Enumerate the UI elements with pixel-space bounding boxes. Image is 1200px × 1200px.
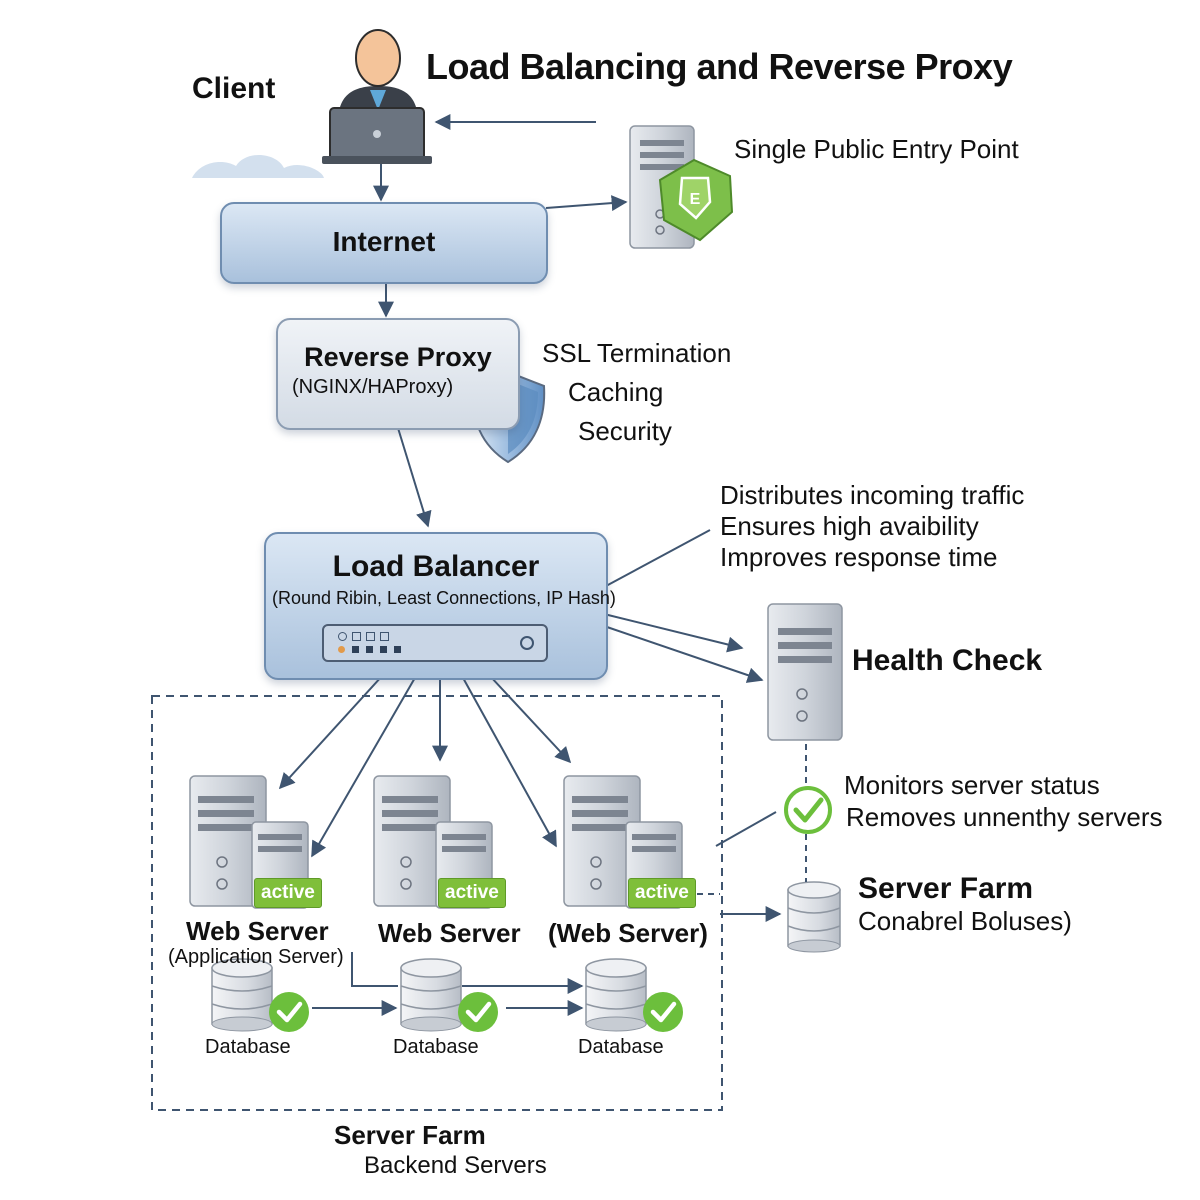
health-check-server-icon (767, 603, 843, 741)
arrow-internet-to-entry (545, 195, 628, 212)
health-note-1: Monitors server status (844, 770, 1100, 800)
reverse-proxy-title: Reverse Proxy (304, 342, 492, 372)
arrow-lb-to-health-1 (603, 613, 744, 653)
cloud-icon (192, 154, 324, 178)
load-balancer-box: Load Balancer (Round Ribin, Least Connec… (264, 532, 616, 680)
health-check-label: Health Check (852, 644, 1043, 677)
database-label-3: Database (578, 1036, 664, 1058)
database-check-icon-2 (458, 992, 498, 1032)
server-farm-title: Server Farm (334, 1120, 486, 1150)
svg-text:E: E (690, 191, 701, 208)
load-balancer-device-icon (322, 624, 548, 662)
arrow-lb-to-health-2 (603, 625, 764, 683)
proxy-feature-security: Security (578, 416, 672, 446)
internet-label: Internet (332, 226, 436, 257)
arrow-lb-to-web-3b (489, 675, 572, 764)
line-lb-notes (605, 529, 711, 587)
reverse-proxy-subtitle: (NGINX/HAProxy) (292, 376, 454, 398)
database-icon-2 (400, 958, 462, 1032)
side-server-farm-title: Server Farm (858, 872, 1034, 905)
web-server-label-2: Web Server (378, 918, 521, 948)
server-farm-frame (151, 695, 723, 1111)
health-check-mark-icon (784, 786, 832, 834)
active-badge-2: active (438, 878, 506, 908)
database-icon-3 (585, 958, 647, 1032)
database-icon-1 (211, 958, 273, 1032)
reverse-proxy-box: Reverse Proxy (NGINX/HAProxy) (276, 318, 520, 430)
database-check-icon-3 (643, 992, 683, 1032)
arrow-lb-to-web-1b (311, 675, 417, 858)
web-server-label-1: Web Server (186, 916, 329, 946)
database-label-1: Database (205, 1036, 291, 1058)
proxy-feature-ssl: SSL Termination (542, 338, 732, 368)
active-badge-3: active (628, 878, 696, 908)
active-badge-1: active (254, 878, 322, 908)
load-balancer-title: Load Balancer (332, 550, 540, 583)
side-database-icon (787, 881, 841, 953)
green-shield-icon: E (658, 158, 734, 242)
lb-note-3: Improves response time (720, 542, 998, 572)
line-web1-to-db2 (351, 952, 398, 987)
server-farm-subtitle: Backend Servers (364, 1152, 547, 1179)
database-check-icon-1 (269, 992, 309, 1032)
load-balancer-subtitle: (Round Ribin, Least Connections, IP Hash… (272, 588, 616, 608)
arrow-lb-to-web-3a (461, 675, 557, 848)
database-label-2: Database (393, 1036, 479, 1058)
side-server-farm-subtitle: Conabrel Boluses) (858, 906, 1072, 936)
client-person-icon (322, 29, 432, 164)
client-label: Client (192, 72, 276, 105)
arrow-proxy-to-lb (397, 427, 432, 528)
proxy-feature-caching: Caching (568, 377, 664, 407)
web-server-label-3: (Web Server) (548, 918, 708, 948)
entry-point-label: Single Public Entry Point (734, 134, 1019, 164)
internet-box: Internet (220, 202, 548, 284)
diagram-title: Load Balancing and Reverse Proxy (426, 46, 1013, 87)
arrow-lb-to-web-1a (278, 675, 383, 790)
health-note-2: Removes unnenthy servers (846, 802, 1163, 832)
lb-note-1: Distributes incoming traffic (720, 480, 1025, 510)
line-health-notes (715, 811, 777, 847)
web-server-subtitle-1: (Application Server) (168, 946, 344, 968)
lb-note-2: Ensures high avaibility (720, 511, 979, 541)
